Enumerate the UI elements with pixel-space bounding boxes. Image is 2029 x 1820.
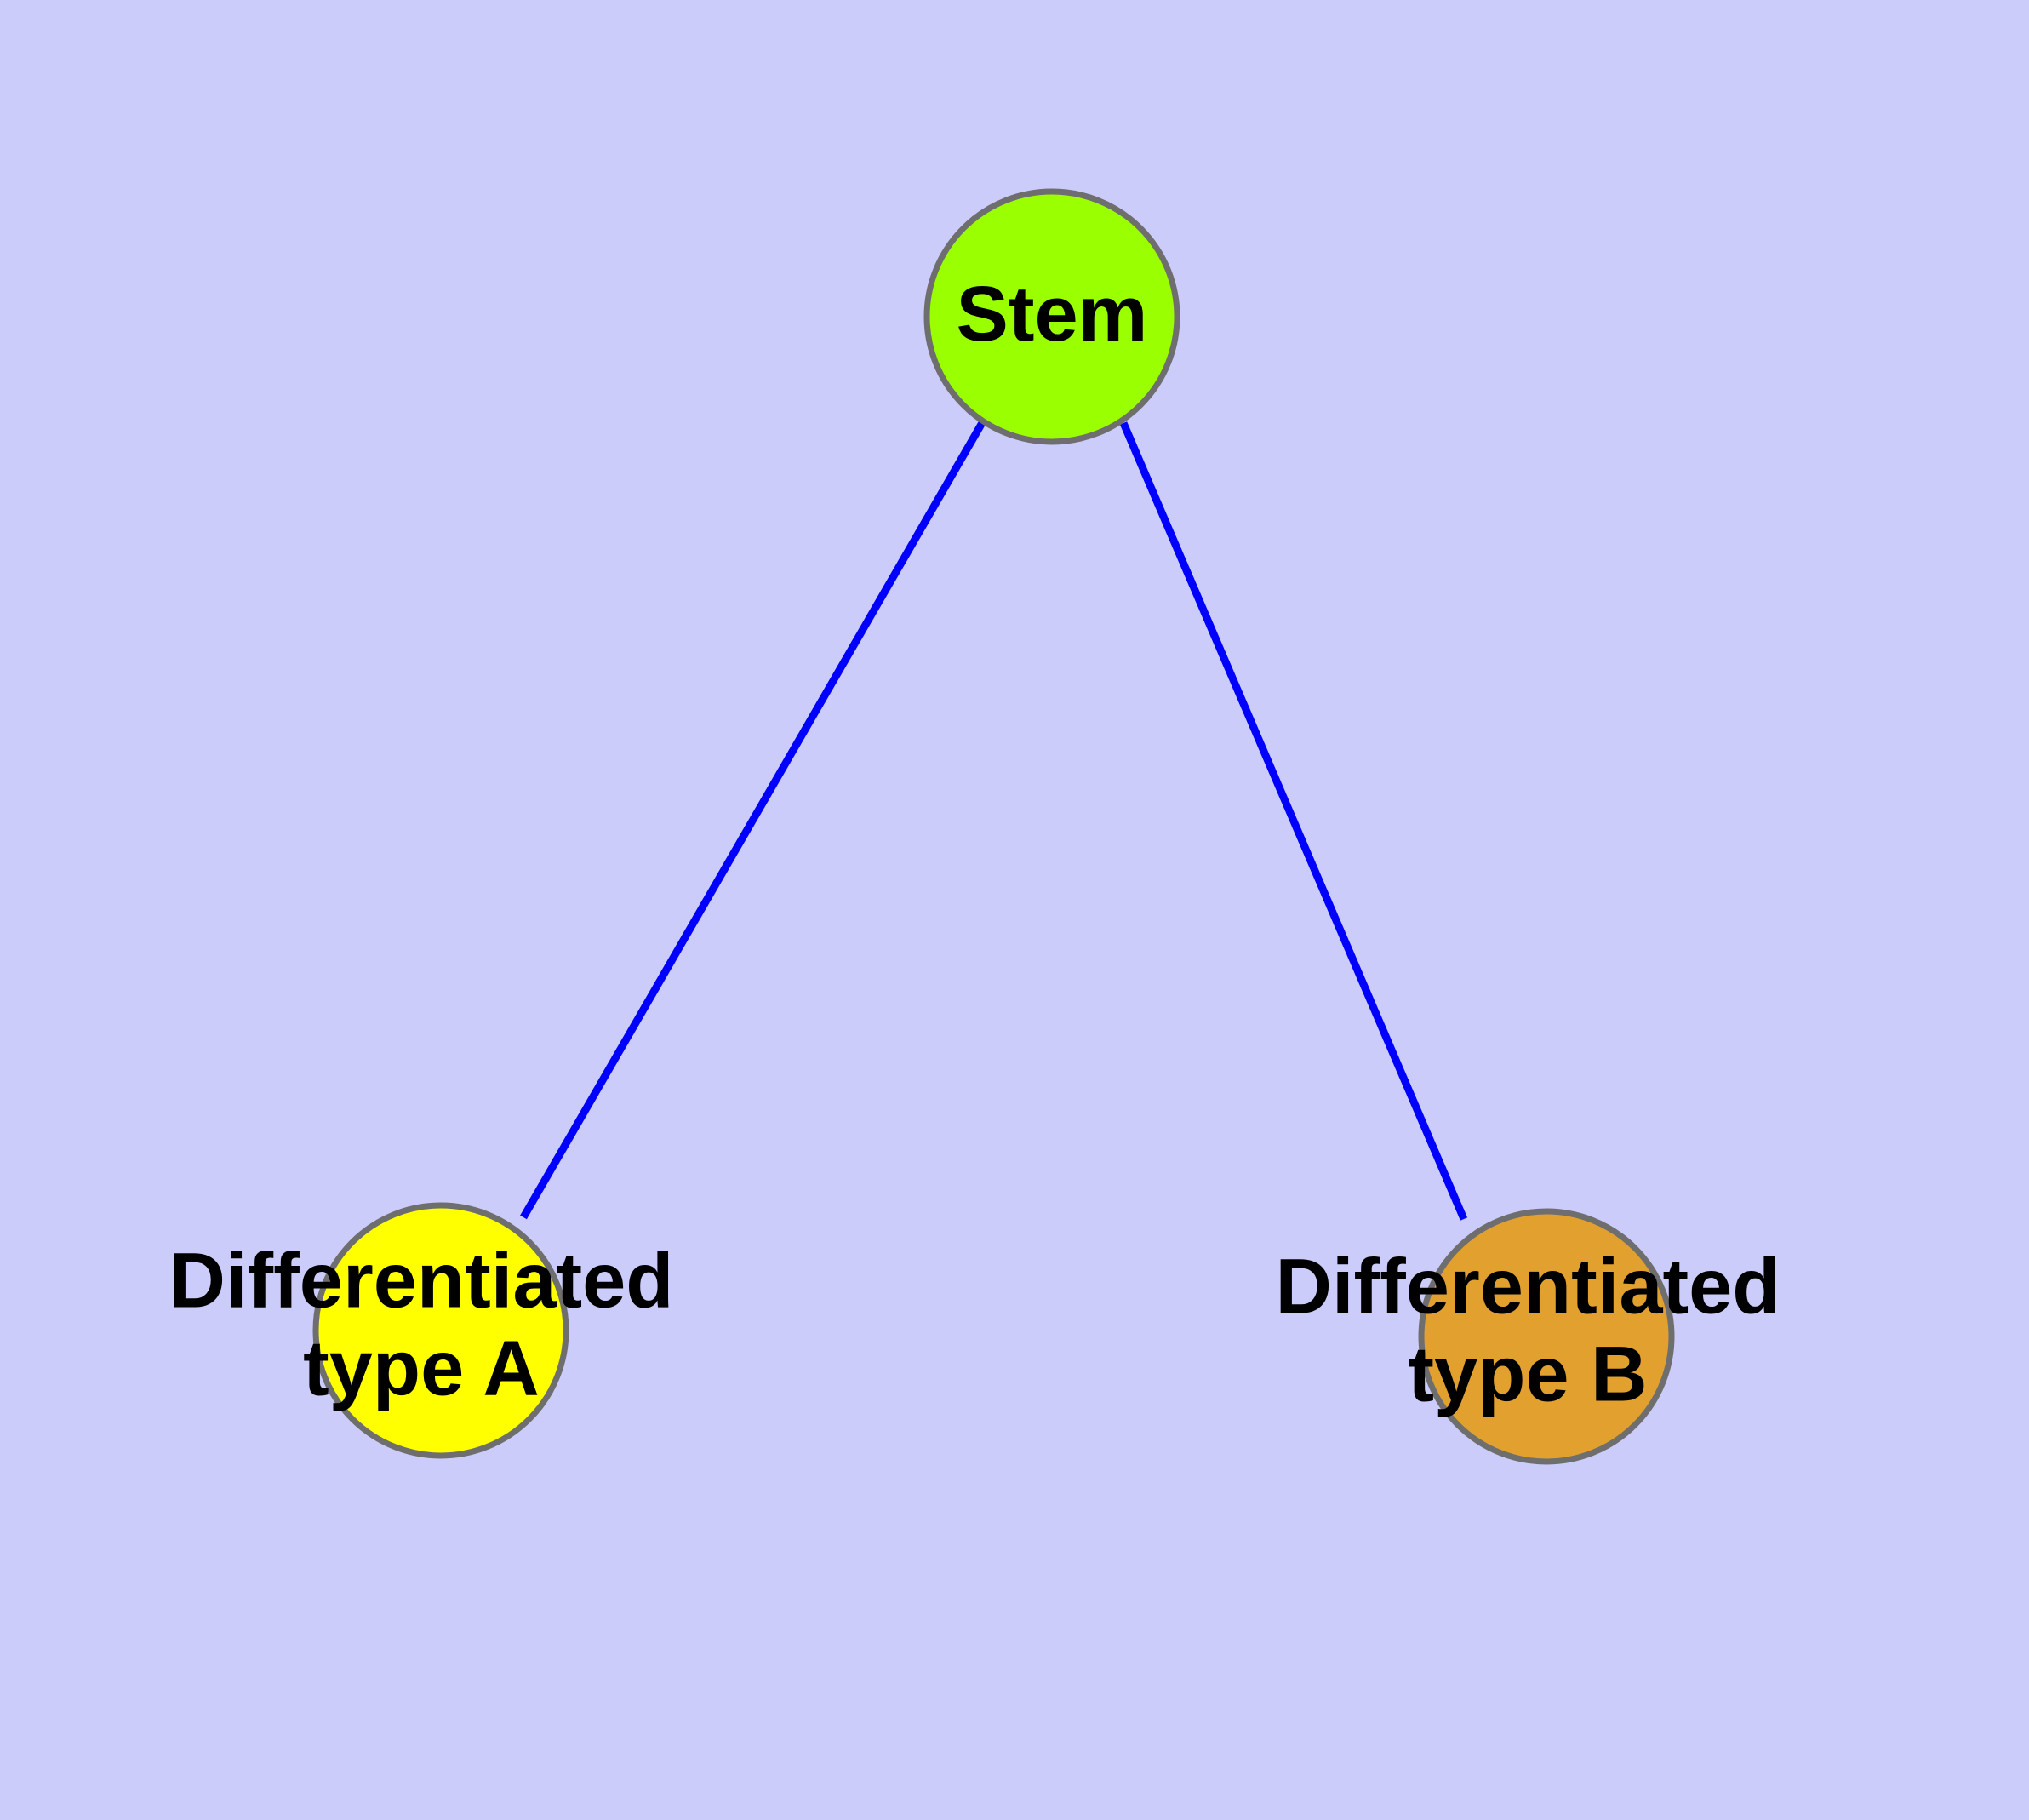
edge-layer [520, 419, 1468, 1221]
node-label-line: Differentiated [1276, 1244, 1780, 1331]
node-layer [312, 188, 1675, 1465]
edge-stem-to-diff-a[interactable] [520, 419, 986, 1220]
node-diff-a[interactable] [312, 1202, 569, 1459]
node-label-stem: Stem [957, 271, 1148, 358]
node-label-line: type A [303, 1325, 540, 1412]
node-circle-differentiated-type-b[interactable] [1418, 1208, 1675, 1465]
node-circle-stem[interactable] [923, 188, 1180, 445]
edge-stem-to-diff-b[interactable] [1119, 421, 1468, 1221]
node-label-line: Stem [957, 271, 1148, 358]
node-diff-b[interactable] [1418, 1208, 1675, 1465]
node-stem[interactable] [923, 188, 1180, 445]
node-circle-differentiated-type-a[interactable] [312, 1202, 569, 1459]
node-label-line: type B [1408, 1331, 1647, 1418]
node-label-line: Differentiated [169, 1238, 674, 1325]
